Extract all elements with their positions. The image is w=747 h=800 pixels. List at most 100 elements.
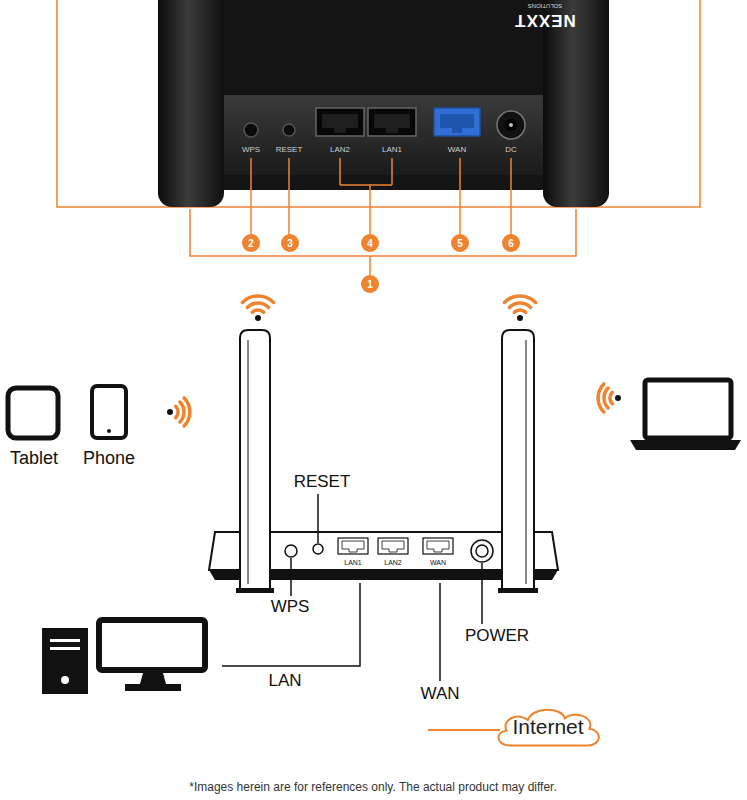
reset-button xyxy=(313,544,323,554)
computer-icon xyxy=(42,628,88,694)
schematic-leaders xyxy=(481,563,483,624)
antenna-foot xyxy=(236,588,274,593)
wan-port xyxy=(434,108,480,136)
computer-icon xyxy=(61,676,69,684)
port-notch xyxy=(342,541,364,552)
schematic-leaders xyxy=(222,583,360,666)
schematic-leaders xyxy=(439,583,441,681)
wifi-symbol xyxy=(242,296,273,302)
brand-logo: NEXXT xyxy=(514,10,576,30)
lan-port xyxy=(316,108,364,136)
antenna xyxy=(158,0,224,207)
callout-digit: 2 xyxy=(248,238,254,249)
port-notch xyxy=(322,114,358,133)
laptop-icon xyxy=(645,380,731,438)
computer-icon xyxy=(50,647,80,650)
wifi-dot xyxy=(167,409,173,415)
callout-digit: 3 xyxy=(287,238,293,249)
port-marking: RESET xyxy=(276,145,303,154)
phone-icon xyxy=(92,386,126,438)
schematic-leaders xyxy=(290,558,292,596)
device-label: Tablet xyxy=(10,448,58,469)
part-label: WAN xyxy=(420,684,459,704)
computer-icon xyxy=(140,673,166,684)
tablet-icon xyxy=(8,388,58,438)
leader-line xyxy=(250,158,252,235)
wifi-symbol xyxy=(604,388,608,408)
part-label: RESET xyxy=(294,472,351,492)
wifi-dot xyxy=(167,315,621,415)
phone-icon xyxy=(107,429,111,433)
callout-leaders xyxy=(190,158,576,275)
wifi-dot xyxy=(517,315,523,321)
router-photo xyxy=(57,0,700,207)
callout-number: 2 xyxy=(242,234,260,252)
callout-number: 3 xyxy=(281,234,299,252)
dc-jack xyxy=(497,111,525,139)
power-jack xyxy=(471,540,493,562)
callout-digit: 5 xyxy=(457,238,463,249)
bracket-line xyxy=(340,158,392,235)
device-label: Phone xyxy=(83,448,135,469)
computer-icon xyxy=(50,639,80,642)
port-marking: LAN1 xyxy=(382,145,402,154)
wifi-symbol xyxy=(509,303,530,307)
callout-number: 4 xyxy=(361,234,379,252)
schematic-leaders xyxy=(317,494,319,543)
callout-number: 5 xyxy=(451,234,469,252)
dc-jack xyxy=(509,123,513,127)
schematic-leaders xyxy=(222,494,482,681)
port-marking: WPS xyxy=(242,145,260,154)
lan-port xyxy=(368,108,416,136)
wps-button xyxy=(244,123,258,137)
internet-line xyxy=(428,729,500,731)
antenna-line xyxy=(248,340,249,584)
wifi-symbol xyxy=(252,310,263,312)
port-notch xyxy=(374,114,410,133)
computer-icon xyxy=(42,620,205,694)
part-label: LAN xyxy=(268,671,301,691)
cloud-text: Internet xyxy=(512,715,583,738)
leader-line xyxy=(510,158,512,235)
laptop-icon xyxy=(630,440,741,450)
callout-number: 6 xyxy=(502,234,520,252)
wifi-symbol xyxy=(514,310,525,312)
phone-icon xyxy=(92,386,126,438)
wifi-symbol xyxy=(504,296,535,302)
brand-tagline: SOLUTIONS xyxy=(528,3,563,10)
lan-port xyxy=(378,538,408,554)
wifi-symbol xyxy=(180,402,184,422)
callout-digit: 1 xyxy=(367,279,373,290)
router-schematic xyxy=(209,330,558,593)
dc-jack xyxy=(505,119,517,131)
wan-port xyxy=(423,538,453,554)
reset-button xyxy=(283,124,295,136)
laptop-icon xyxy=(630,380,741,450)
port-notch xyxy=(440,114,474,133)
wifi-symbol xyxy=(610,392,612,403)
part-label: POWER xyxy=(465,626,529,646)
wifi-symbol xyxy=(176,406,178,417)
antenna-line xyxy=(526,340,527,584)
wifi-dot xyxy=(615,395,621,401)
port-marking: LAN2 xyxy=(330,145,350,154)
port-label: LAN2 xyxy=(384,559,402,567)
port-notch xyxy=(382,541,404,552)
leader-line xyxy=(288,158,290,235)
router-body xyxy=(175,0,600,190)
bracket-line xyxy=(190,209,576,275)
port-panel xyxy=(205,95,570,175)
callout-number: 1 xyxy=(361,275,379,293)
antenna xyxy=(502,330,534,590)
computer-icon xyxy=(125,684,181,691)
internet-cloud: Internet xyxy=(492,705,604,749)
wifi-symbol xyxy=(247,303,268,307)
wps-button xyxy=(285,545,297,557)
port-marking: WAN xyxy=(448,145,466,154)
footnote: *Images herein are for references only. … xyxy=(189,780,557,794)
cloud-shape xyxy=(498,710,598,746)
antenna xyxy=(543,0,609,207)
computer-icon xyxy=(99,620,205,670)
